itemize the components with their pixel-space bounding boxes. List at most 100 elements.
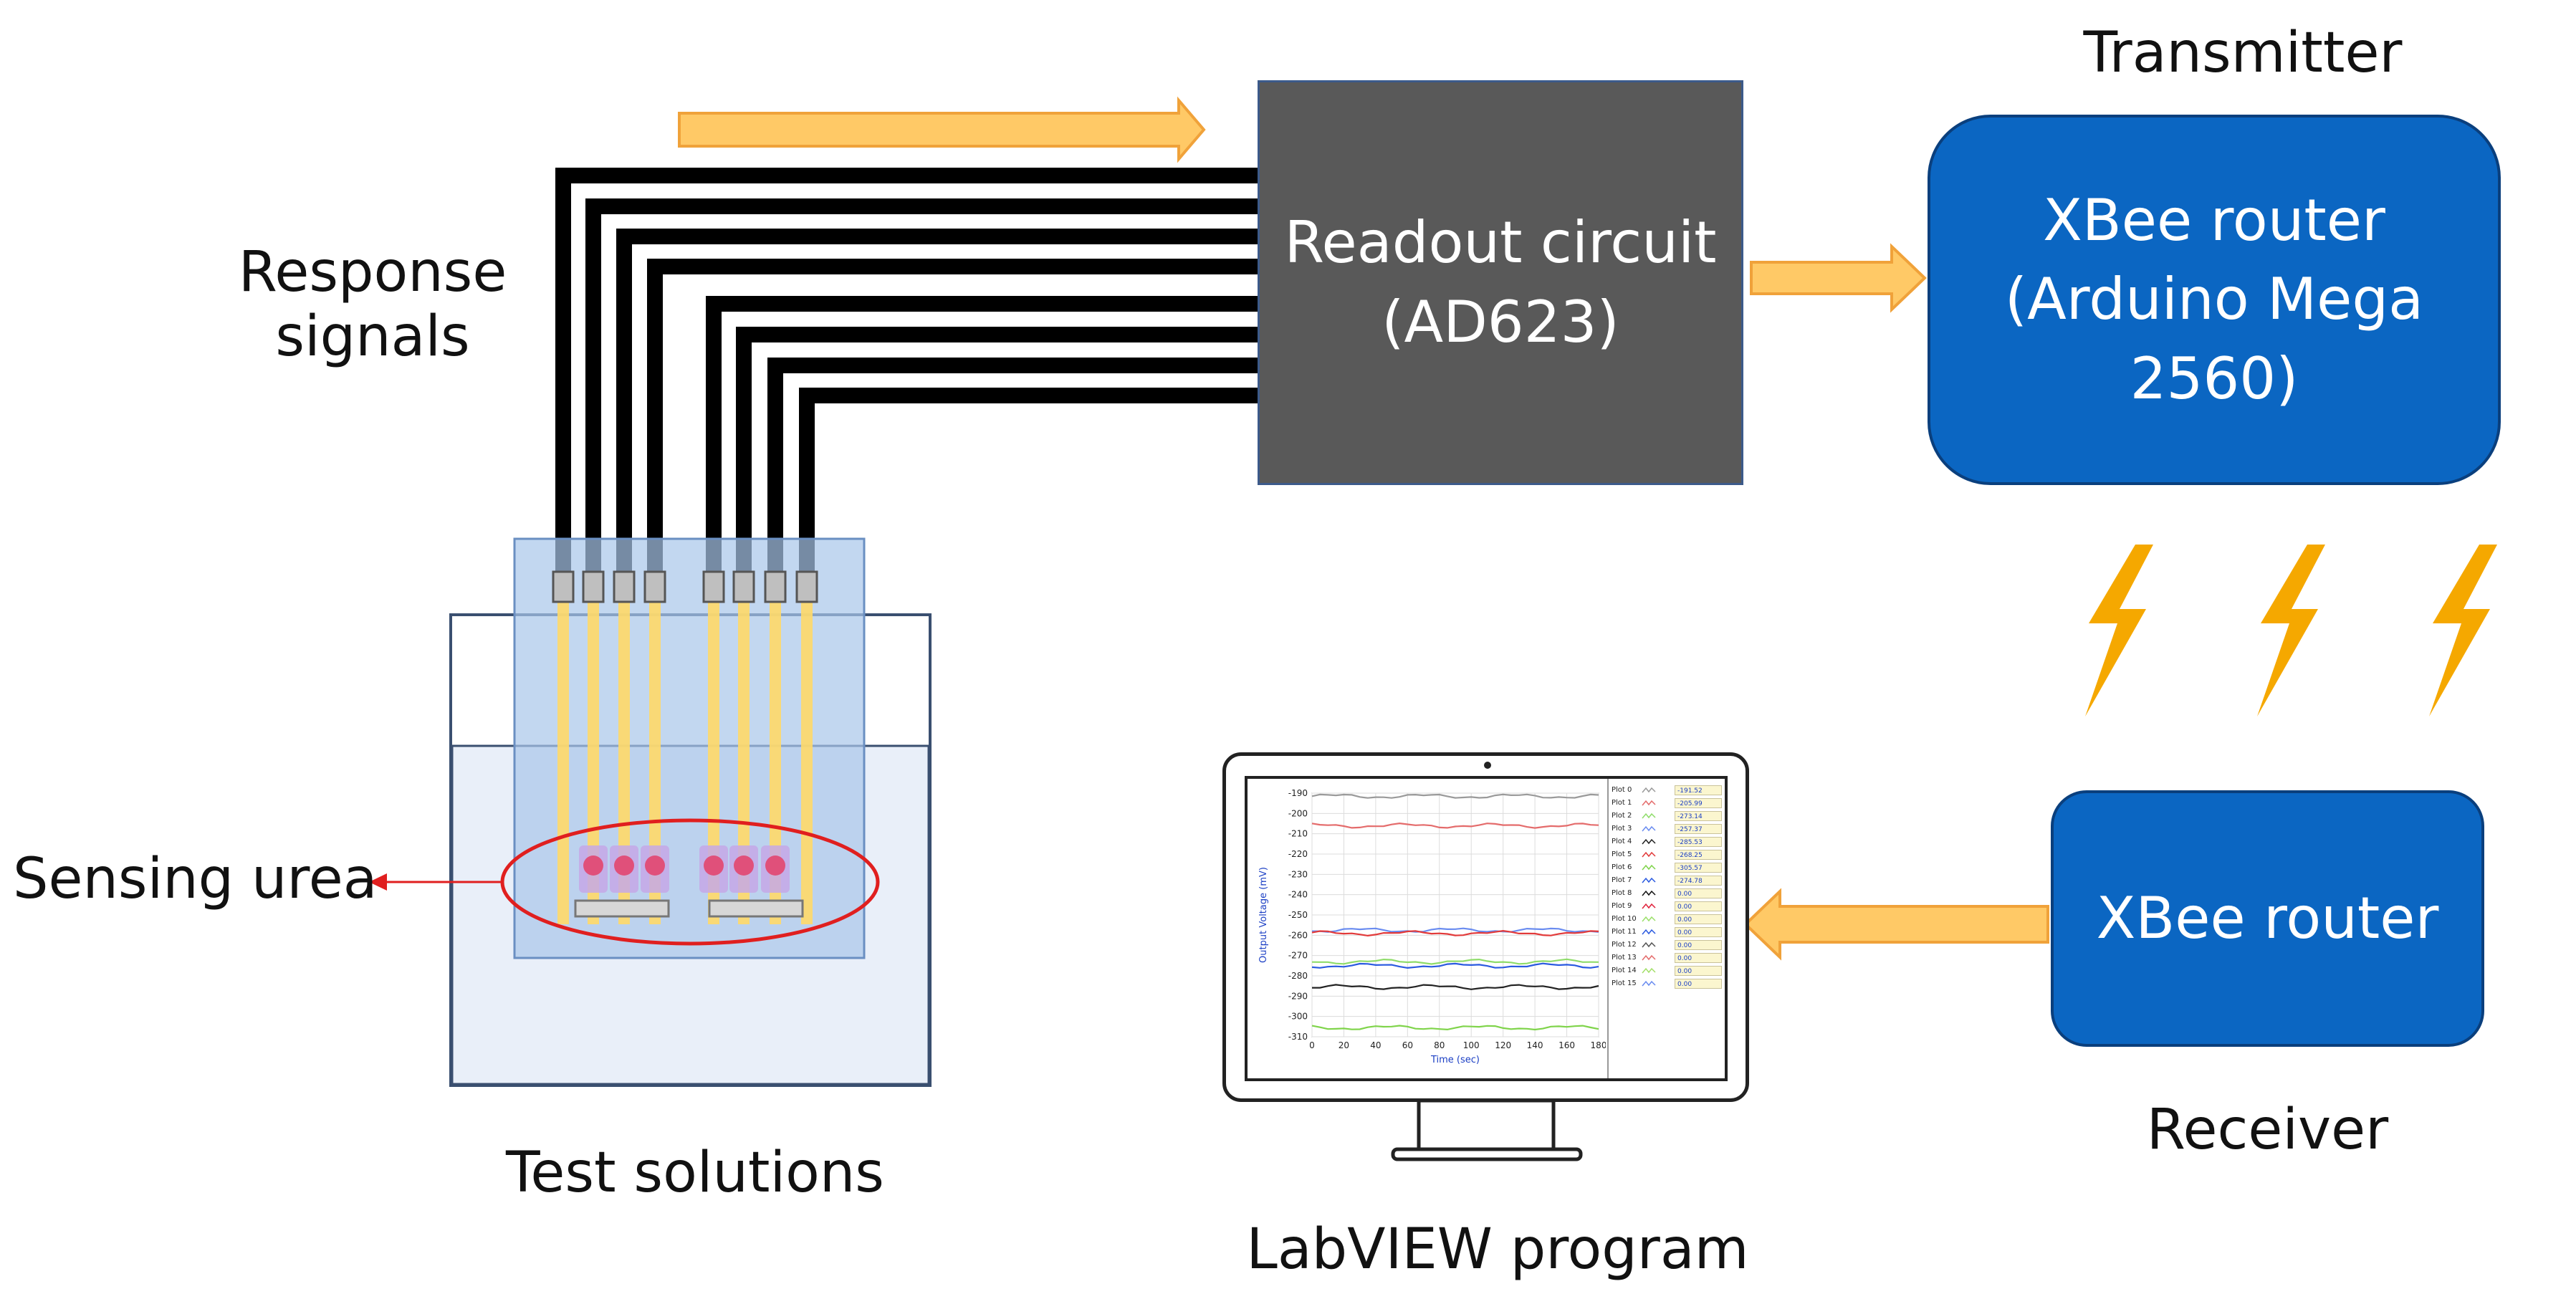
y-tick-label: -290 xyxy=(1288,991,1308,1001)
legend-series-name: Plot 1 xyxy=(1612,799,1632,807)
response-signal-wires xyxy=(555,168,1258,577)
legend-value: -274.78 xyxy=(1675,876,1722,886)
sensing-spot xyxy=(765,855,785,876)
legend-swatch-icon xyxy=(1642,890,1656,896)
electrode-strip xyxy=(708,595,719,924)
response-label-line1: Response xyxy=(238,240,507,305)
x-tick-label: 140 xyxy=(1527,1040,1543,1050)
labview-program-label: LabVIEW program xyxy=(1246,1217,1749,1282)
signal-wire xyxy=(647,259,1258,577)
legend-series-name: Plot 15 xyxy=(1612,979,1637,987)
x-tick-label: 20 xyxy=(1339,1040,1349,1050)
legend-series-name: Plot 7 xyxy=(1612,876,1632,884)
sensing-pads xyxy=(579,845,790,893)
sensing-area-ellipse xyxy=(500,818,880,946)
series-line xyxy=(1311,1025,1599,1031)
legend-row: Plot 4-285.53 xyxy=(1609,836,1723,848)
electrode-connector xyxy=(613,570,636,603)
reference-electrode-right xyxy=(708,899,804,918)
legend-swatch-icon xyxy=(1642,877,1656,883)
arrow-receiver-to-monitor xyxy=(1743,888,2049,961)
receiver-label: Receiver xyxy=(2146,1098,2389,1162)
y-tick-label: -260 xyxy=(1288,930,1308,940)
router-tx-title: XBee router xyxy=(2043,186,2385,254)
legend-swatch-icon xyxy=(1642,967,1656,974)
legend-row: Plot 6-305.57 xyxy=(1609,862,1723,874)
series-line xyxy=(1311,927,1599,933)
lightning-bolt-icon xyxy=(2085,545,2153,716)
x-tick-label: 120 xyxy=(1495,1040,1511,1050)
series-line xyxy=(1311,929,1599,937)
electrode-strip xyxy=(618,595,630,924)
monitor-stand xyxy=(1391,1098,1583,1161)
response-signals-label: Response signals xyxy=(236,240,509,369)
legend-series-name: Plot 11 xyxy=(1612,928,1637,936)
electrode-strip xyxy=(649,595,661,924)
electrode-strip xyxy=(588,595,599,924)
electrode-strip xyxy=(557,595,569,924)
y-tick-label: -190 xyxy=(1288,788,1308,798)
router-tx-subtitle: (Arduino Mega 2560) xyxy=(2004,266,2424,412)
legend-swatch-icon xyxy=(1642,851,1656,858)
series-line xyxy=(1311,822,1599,829)
signal-wire xyxy=(555,168,1258,577)
signal-flow-arrow-top xyxy=(678,96,1206,163)
transmitter-label: Transmitter xyxy=(2083,21,2403,85)
x-tick-label: 40 xyxy=(1370,1040,1381,1050)
legend-row: Plot 0-191.52 xyxy=(1609,785,1723,797)
readout-subtitle: (AD623) xyxy=(1382,288,1619,355)
readout-title: Readout circuit xyxy=(1284,209,1717,277)
legend-series-name: Plot 2 xyxy=(1612,812,1632,820)
signal-wire xyxy=(767,358,1258,577)
lightning-bolt-icon xyxy=(2257,545,2325,716)
x-tick-label: 60 xyxy=(1402,1040,1413,1050)
x-axis-label: Time (sec) xyxy=(1430,1055,1480,1065)
sensing-spot xyxy=(704,855,724,876)
y-tick-label: -310 xyxy=(1288,1032,1308,1042)
legend-series-name: Plot 14 xyxy=(1612,967,1637,974)
legend-row: Plot 1-205.99 xyxy=(1609,797,1723,810)
legend-series-name: Plot 4 xyxy=(1612,838,1632,845)
legend-swatch-icon xyxy=(1642,800,1656,806)
readout-circuit-box: Readout circuit (AD623) xyxy=(1258,80,1743,485)
legend-value: 0.00 xyxy=(1675,940,1722,950)
y-tick-label: -220 xyxy=(1288,849,1308,859)
electrode-connectors xyxy=(552,570,818,603)
electrode-strip xyxy=(738,595,750,924)
x-tick-label: 0 xyxy=(1309,1040,1315,1050)
sensing-spot xyxy=(614,855,634,876)
legend-row: Plot 5-268.25 xyxy=(1609,849,1723,861)
legend-value: -257.37 xyxy=(1675,824,1722,834)
legend-value: 0.00 xyxy=(1675,901,1722,911)
y-axis-label: Output Voltage (mV) xyxy=(1258,867,1269,963)
y-tick-label: -280 xyxy=(1288,971,1308,981)
signal-wire xyxy=(799,388,1258,577)
lightning-bolt-icon xyxy=(2429,545,2497,716)
electrode-connector xyxy=(795,570,818,603)
legend-swatch-icon xyxy=(1642,838,1656,845)
legend-swatch-icon xyxy=(1642,941,1656,948)
legend-series-name: Plot 3 xyxy=(1612,825,1632,833)
electrode-connector xyxy=(732,570,755,603)
legend-series-name: Plot 0 xyxy=(1612,786,1632,794)
legend-swatch-icon xyxy=(1642,929,1656,935)
x-tick-label: 180 xyxy=(1591,1040,1606,1050)
legend-row: Plot 3 -257.37 xyxy=(1609,823,1723,835)
reference-electrode-left xyxy=(574,899,670,918)
y-tick-label: -270 xyxy=(1288,951,1308,961)
test-solutions-label: Test solutions xyxy=(506,1141,884,1205)
electrode-strip xyxy=(770,595,781,924)
xbee-router-receiver: XBee router xyxy=(2051,790,2484,1047)
legend-swatch-icon xyxy=(1642,903,1656,909)
